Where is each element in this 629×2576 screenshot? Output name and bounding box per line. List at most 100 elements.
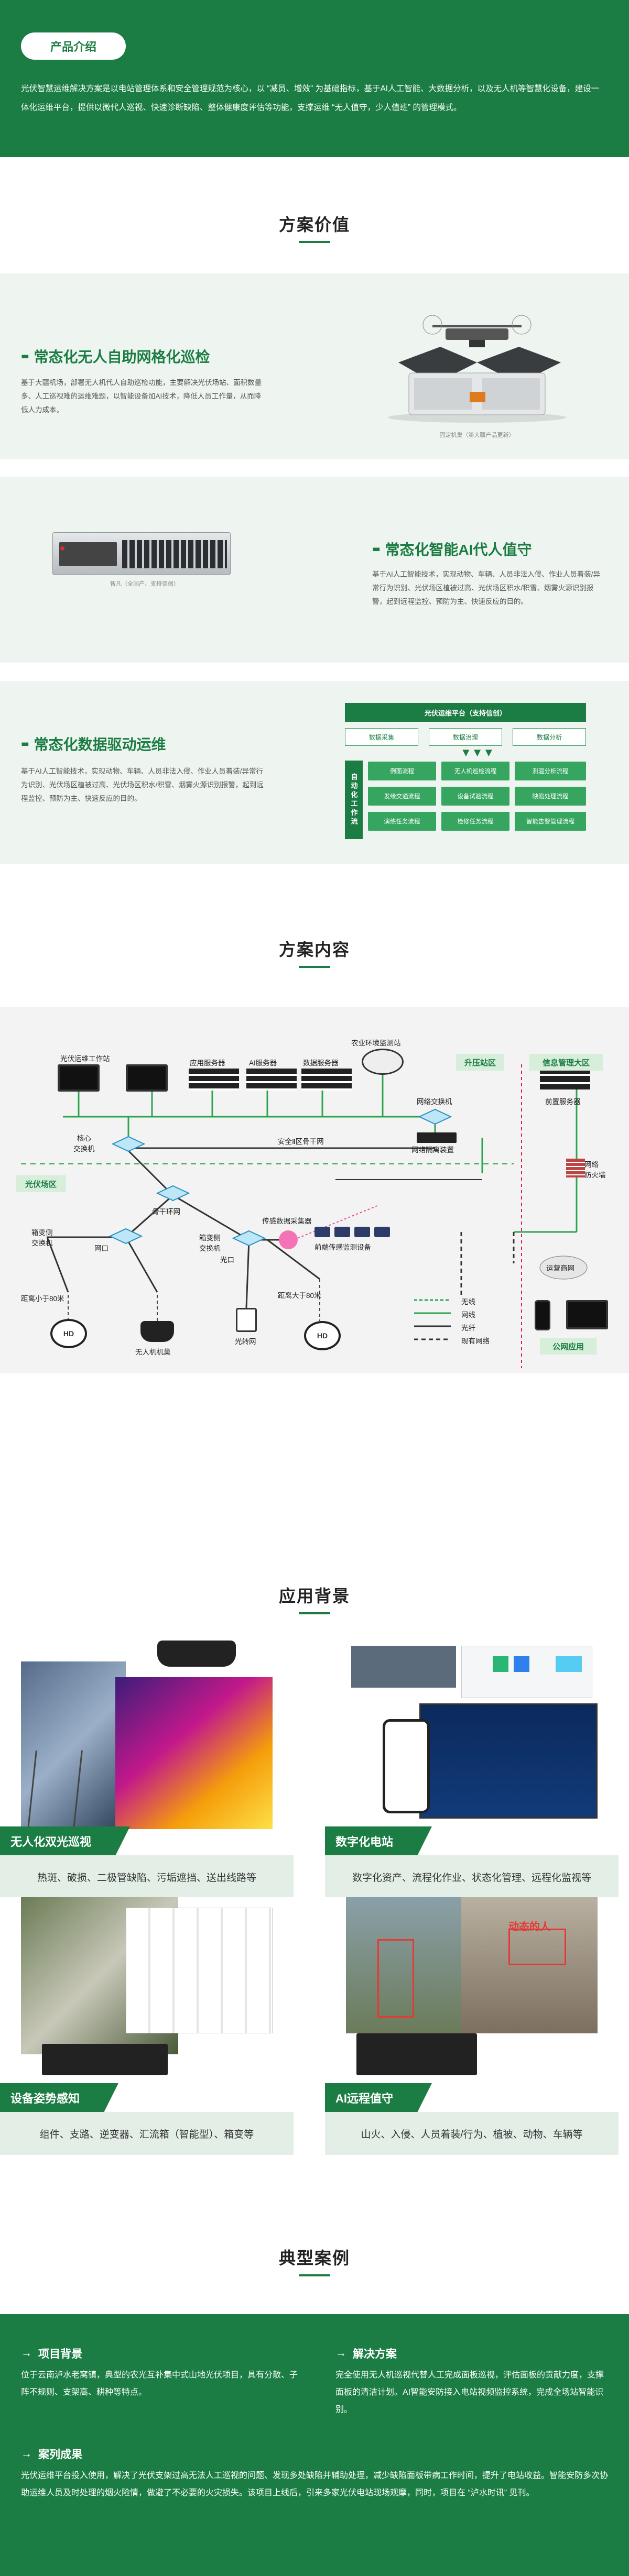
app-desc: 组件、支路、逆变器、汇流箱（智能型）、箱变等 — [0, 2112, 294, 2155]
monitor-icon — [58, 1064, 100, 1092]
value-text: 基于大疆机场，部署无人机代人自助巡检功能，主要解决光伏场站、面积数量多、人工巡视… — [21, 379, 262, 414]
intro-section: 产品介绍 光伏智慧运维解决方案是以电站管理体系和安全管理规范为核心，以 “减员、… — [0, 0, 629, 157]
platform-grid-cell: 检修任务流程 — [441, 812, 509, 831]
label-firewall: 网络 防火墙 — [584, 1161, 606, 1179]
firewall-icon — [566, 1159, 585, 1177]
device-sensing-image — [21, 1897, 273, 2086]
case-result-text: 光伏运维平台投入使用，解决了光伏支架过高无法人工巡视的问题、发现多处缺陷并辅助处… — [21, 2471, 609, 2497]
value-item-ai-guard: 智凡（全国产、支持信创） ▪▪ 常态化智能AI代人值守 基于AI人工智能技术，实… — [0, 477, 629, 663]
apps-section: 应用背景 无人化双光巡视 热斑、破损、二极管缺陷、污垢遮挡、送出线路等 数字化电… — [0, 1534, 629, 2188]
content-heading: 方案内容 — [278, 940, 350, 959]
app-card-device: 设备姿势感知 组件、支路、逆变器、汇流箱（智能型）、箱变等 — [0, 1897, 294, 2175]
label-core-switch: 核心 交换机 — [73, 1135, 95, 1153]
label-info-zone: 信息管理大区 — [529, 1054, 603, 1071]
label-optical-network: 光转网 — [235, 1338, 256, 1346]
arrow-right-icon: → — [21, 2347, 32, 2359]
drone-icon — [140, 1321, 174, 1342]
app-desc: 山火、入侵、人员着装/行为、植被、动物、车辆等 — [325, 2112, 619, 2155]
server-icon — [189, 1069, 239, 1091]
label-sensor-collect: 传感数据采集器 — [262, 1217, 312, 1225]
drone-nest-image — [388, 315, 566, 423]
platform-grid-cell: 例面流程 — [368, 762, 436, 780]
label-optical-port: 光口 — [220, 1256, 234, 1264]
dash-icon: ▪▪ — [372, 541, 381, 557]
ai-overlay-label: 动态的人 — [508, 1921, 550, 1933]
value-item-data-driven: ▪▪ 常态化数据驱动运维 基于AI人工智能技术，实现动物、车辆、人员非法入侵、作… — [0, 681, 629, 864]
arrow-right-icon: → — [335, 2347, 346, 2359]
app-card-digital: 数字化电站 数字化资产、流程化作业、状态化管理、远程化监视等 — [325, 1641, 619, 1918]
platform-grid-cell: 测温分析流程 — [515, 762, 586, 780]
label-pv-zone: 光伏场区 — [16, 1175, 66, 1192]
label-dist-1: 距离小于80米 — [21, 1295, 64, 1303]
cases-section: 典型案例 — [0, 2188, 629, 2450]
value-title: 常态化无人自助网格化巡检 — [34, 349, 210, 365]
case-solution-text: 完全使用无人机巡视代替人工完成面板巡视，评估面板的贡献力度，支撑面板的清洁计划。… — [335, 2371, 604, 2414]
label-ai-server: AI服务器 — [249, 1059, 277, 1067]
label-net-switch: 网络交换机 — [417, 1098, 452, 1106]
case-bg-text: 位于云南泸水老窝镇，典型的农光互补集中式山地光伏项目，具有分散、子阵不规则、支架… — [21, 2371, 298, 2397]
intro-text: 光伏智慧运维解决方案是以电站管理体系和安全管理规范为核心，以 “减员、增效” 为… — [21, 84, 600, 112]
value-section: 方案价值 ▪▪ 常态化无人自助网格化巡检 基于大疆机场，部署无人机代人自助巡检功… — [0, 157, 629, 878]
uav-thermal-image — [21, 1641, 273, 1829]
server-caption: 智凡（全国产、支持信创） — [110, 581, 179, 587]
label-gateway: 网口 — [94, 1245, 109, 1252]
label-front-server: 前置服务器 — [545, 1098, 581, 1106]
arrow-down-icon: ▼▼▼ — [460, 746, 495, 759]
drone-caption: 固定机巢（第大疆产品更新） — [439, 432, 515, 438]
isolation-device-icon — [417, 1132, 457, 1143]
server-image — [52, 532, 231, 575]
legend-wireless: 无线 — [461, 1298, 475, 1306]
label-env-station: 农业环境监测站 — [351, 1039, 401, 1047]
dash-icon: ▪▪ — [21, 735, 29, 752]
platform-grid-cell: 发缘交通流程 — [368, 787, 436, 806]
label-safe-zone: 安全Ⅱ区骨干网 — [278, 1138, 324, 1146]
value-heading: 方案价值 — [278, 215, 350, 234]
cases-heading: 典型案例 — [278, 2249, 350, 2267]
phone-icon — [535, 1300, 550, 1330]
label-net-iso: 网络隔离装置 — [411, 1146, 454, 1154]
label-box-switch-1: 箱变侧 交换机 — [31, 1229, 53, 1247]
case-bg-title: 项目背景 — [38, 2348, 82, 2360]
label-dist-2: 距离大于80米 — [278, 1292, 321, 1300]
optical-converter-icon — [236, 1308, 257, 1332]
platform-row-cell: 数据分析 — [513, 728, 586, 746]
app-card-ai: 动态的人 AI远程值守 山火、入侵、人员着装/行为、植被、动物、车辆等 — [325, 1897, 619, 2175]
env-station-icon — [362, 1049, 404, 1075]
hd-camera-icon: HD — [50, 1319, 87, 1348]
platform-row-cell: 数据采集 — [345, 728, 418, 746]
label-mobile-net: 运营商网 — [546, 1264, 574, 1272]
value-title: 常态化数据驱动运维 — [34, 736, 166, 753]
label-public-app: 公网应用 — [540, 1338, 597, 1355]
label-box-switch-2: 箱变侧 交换机 — [199, 1234, 221, 1252]
platform-grid-cell: 智能告警管理流程 — [515, 812, 586, 831]
platform-diagram: 光伏运维平台（支持信创） 数据采集 数据治理 数据分析 ▼▼▼ 自动化工作流 例… — [345, 703, 586, 844]
intro-pill: 产品介绍 — [21, 32, 126, 60]
app-tag: AI远程值守 — [325, 2083, 432, 2112]
app-desc: 热斑、破损、二极管缺陷、污垢遮挡、送出线路等 — [0, 1855, 294, 1898]
app-desc: 数字化资产、流程化作业、状态化管理、远程化监视等 — [325, 1855, 619, 1898]
label-ops-station: 光伏运维工作站 — [60, 1055, 110, 1063]
case-solution-title: 解决方案 — [353, 2348, 397, 2360]
legend-fiber: 光纤 — [461, 1324, 475, 1332]
label-drone-nest: 无人机机巢 — [135, 1348, 171, 1356]
app-tag: 设备姿势感知 — [0, 2083, 119, 2112]
platform-grid-cell: 演练任务流程 — [368, 812, 436, 831]
value-item-patrol: ▪▪ 常态化无人自助网格化巡检 基于大疆机场，部署无人机代人自助巡检功能，主要解… — [0, 273, 629, 459]
server-icon — [246, 1069, 297, 1091]
value-text: 基于AI人工智能技术，实现动物、车辆、人员非法入侵、作业人员着装/异常行为识别、… — [372, 570, 601, 606]
hd-camera-icon: HD — [304, 1321, 341, 1350]
ai-guard-image: 动态的人 — [346, 1897, 598, 2086]
label-boost-station: 升压站区 — [456, 1054, 504, 1071]
legend-existing: 现有网络 — [461, 1337, 490, 1345]
dash-icon: ▪▪ — [21, 348, 29, 364]
app-tag: 无人化双光巡视 — [0, 1826, 131, 1856]
label-backbone: 骨干环网 — [152, 1208, 180, 1216]
platform-grid-cell: 无人机巡检流程 — [441, 762, 509, 780]
platform-top: 光伏运维平台（支持信创） — [345, 703, 586, 722]
server-icon — [301, 1069, 352, 1091]
label-front-sensor: 前端传感监测设备 — [314, 1243, 371, 1251]
monitor-icon — [566, 1300, 608, 1329]
platform-side: 自动化工作流 — [345, 761, 363, 839]
content-section: 方案内容 — [0, 878, 629, 1534]
app-card-uav: 无人化双光巡视 热斑、破损、二极管缺陷、污垢遮挡、送出线路等 — [0, 1641, 294, 1918]
